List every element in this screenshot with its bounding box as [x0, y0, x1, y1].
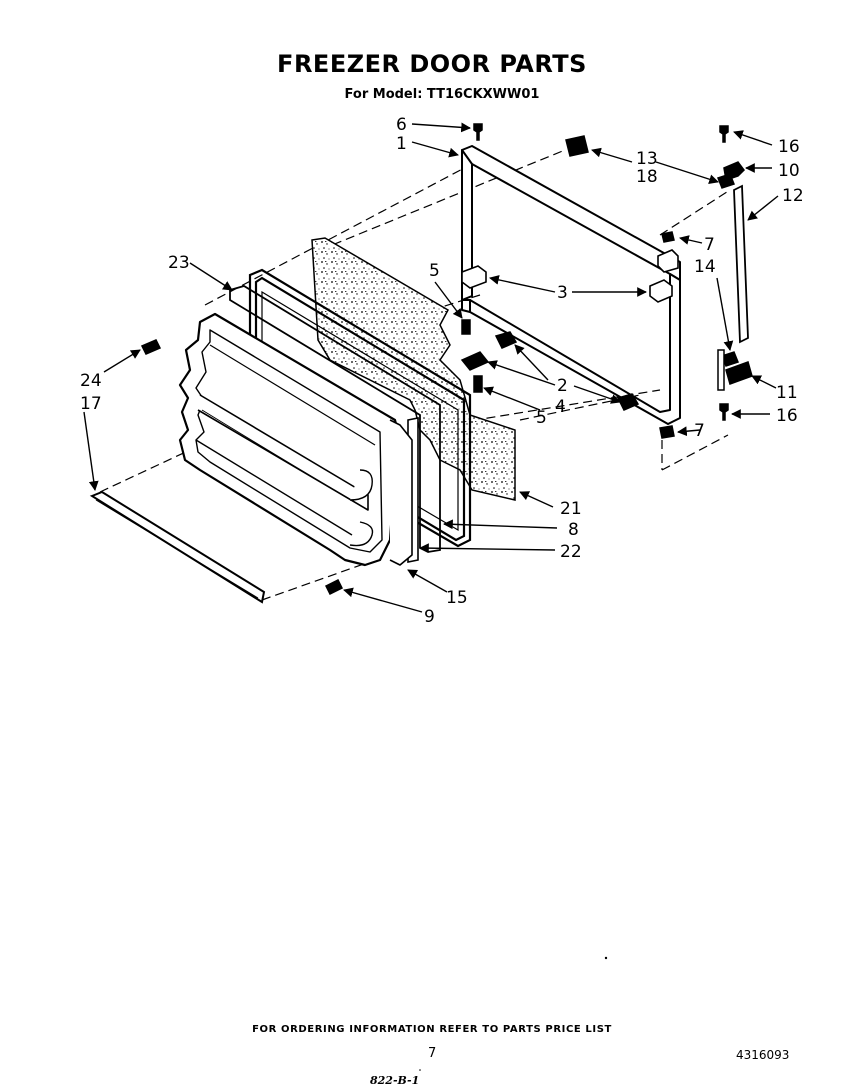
- page-number: 7: [428, 1046, 437, 1061]
- hinge-part-4: [460, 351, 490, 371]
- callout-21: 21: [560, 499, 582, 519]
- cap-part-7-bottom: [659, 425, 675, 439]
- callout-8: 8: [568, 520, 579, 540]
- document-number: 4316093: [736, 1048, 790, 1062]
- screw-part-6: [473, 123, 483, 141]
- callout-23: 23: [168, 253, 190, 273]
- callout-7-bottom: 7: [694, 421, 705, 441]
- callout-5-bottom: 5: [536, 408, 547, 428]
- hardware-parts: [140, 123, 753, 596]
- screw-part-5-bottom: [473, 375, 483, 393]
- screw-part-5-top: [461, 319, 471, 335]
- callout-6: 6: [396, 115, 407, 135]
- callout-22: 22: [560, 542, 582, 562]
- callout-12: 12: [782, 186, 804, 206]
- plug-part-24: [140, 339, 162, 355]
- callout-5-top: 5: [429, 261, 440, 281]
- callout-15: 15: [446, 588, 468, 608]
- shim-part-13: [565, 135, 589, 157]
- door-frame-part-1: [461, 145, 681, 425]
- model-subtitle: For Model: TT16CKXWW01: [344, 87, 540, 102]
- screw-part-16-top: [719, 125, 729, 143]
- callout-11: 11: [776, 383, 798, 403]
- leader-lines: [83, 122, 779, 613]
- callout-4: 4: [555, 397, 566, 417]
- callout-24: 24: [80, 371, 102, 391]
- callout-1: 1: [396, 134, 407, 154]
- door-liner-shelves: [178, 312, 413, 567]
- callout-18: 18: [636, 167, 658, 187]
- scan-specks: [419, 956, 608, 1071]
- callout-16-bottom: 16: [776, 406, 798, 426]
- bushing-part-2-b: [616, 393, 640, 411]
- ordering-note: FOR ORDERING INFORMATION REFER TO PARTS …: [252, 1024, 612, 1035]
- hinge-bracket-part-3: [461, 249, 679, 303]
- callout-17: 17: [80, 394, 102, 414]
- callout-labels: 6 1 13 18 16 10 12 7 23 5 14 3 24 2 11 1…: [80, 115, 804, 627]
- callout-14: 14: [694, 257, 716, 277]
- callout-3: 3: [557, 283, 568, 303]
- callout-16-top: 16: [778, 137, 800, 157]
- handle-bracket-part-14: [717, 349, 725, 391]
- bottom-trim-part-17: [89, 490, 266, 604]
- handwritten-note: 822-B-1: [370, 1074, 420, 1087]
- callout-13: 13: [636, 149, 658, 169]
- screw-part-9: [324, 578, 344, 596]
- callout-7-top: 7: [704, 235, 715, 255]
- screw-part-16-bottom: [719, 403, 729, 421]
- callout-2: 2: [557, 376, 568, 396]
- bushing-part-2: [494, 331, 518, 349]
- shim-part-14: [717, 173, 735, 189]
- hinge-rod-part-12: [733, 184, 749, 344]
- page-title: FREEZER DOOR PARTS: [277, 50, 587, 78]
- callout-10: 10: [778, 161, 800, 181]
- callout-9: 9: [424, 607, 435, 627]
- cap-part-7-top: [661, 231, 675, 243]
